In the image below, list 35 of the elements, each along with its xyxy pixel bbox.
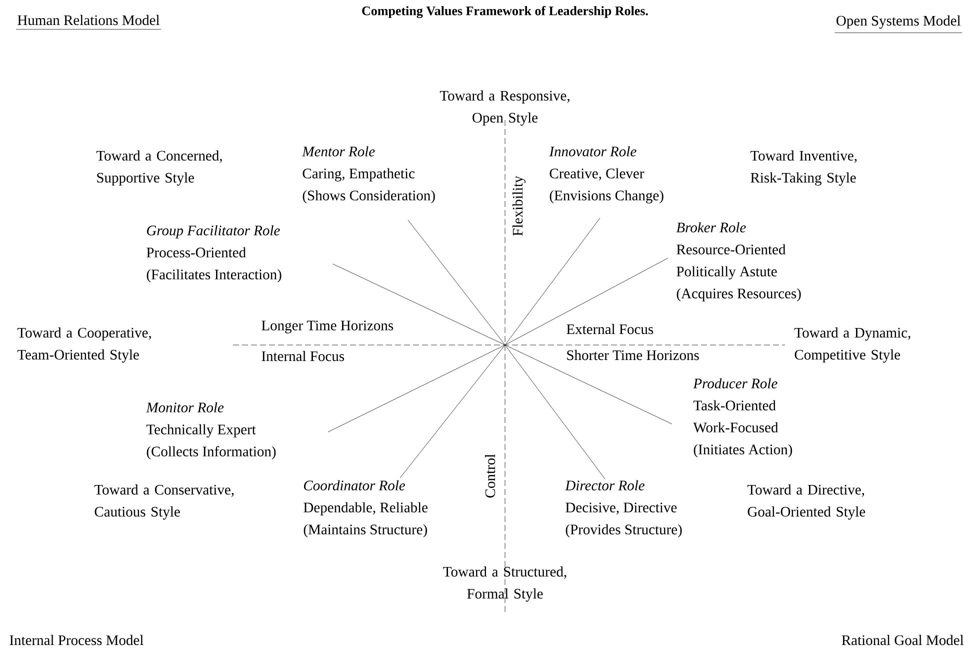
connector-line bbox=[328, 344, 506, 432]
pole-label: Toward a Structured, Formal Style bbox=[443, 566, 566, 602]
model-name: Open Systems Model bbox=[834, 15, 962, 33]
model-name: Internal Process Model bbox=[10, 634, 144, 646]
connector-line bbox=[504, 344, 672, 424]
role-text: Broker Role Resource-Oriented Politically Astute (Acquires Resources) bbox=[676, 222, 801, 302]
dimension-label: Internal Focus bbox=[262, 350, 344, 362]
role-text: Group Facilitator Role Process-Oriented (Facilitates Interaction) bbox=[146, 225, 282, 282]
dimension-label: External Focus bbox=[566, 324, 654, 334]
connector-line bbox=[332, 264, 506, 346]
style-label: Toward a Conservative, Cautious Style bbox=[94, 484, 234, 520]
style-label: Toward a Cooperative, Team-Oriented Style bbox=[17, 327, 151, 363]
model-name: Rational Goal Model bbox=[842, 634, 964, 646]
connector-line bbox=[504, 344, 606, 480]
axis-label: Flexibility bbox=[512, 176, 526, 236]
style-label: Toward Inventive, Risk-Taking Style bbox=[750, 150, 857, 186]
dimension-label: Shorter Time Horizons bbox=[567, 350, 699, 360]
style-label: Toward a Dynamic, Competitive Style bbox=[794, 327, 910, 363]
connector-line bbox=[504, 218, 600, 346]
pole-label: Toward a Responsive, Open Style bbox=[440, 90, 570, 126]
role-text: Producer Role Task-Oriented Work-Focused (Initiates Action) bbox=[693, 378, 792, 458]
connector-line bbox=[408, 220, 506, 346]
title: Competing Values Framework of Leadership Roles. bbox=[362, 6, 648, 18]
role-text: Monitor Role Technically Expert (Collects Information) bbox=[146, 402, 276, 460]
role-text: Mentor Role Caring, Empathetic (Shows Consideration) bbox=[302, 146, 435, 204]
role-text: Innovator Role Creative, Clever (Envisions Change) bbox=[549, 146, 664, 204]
connector-line bbox=[504, 258, 668, 346]
axis-label: Control bbox=[484, 454, 496, 498]
style-label: Toward a Concerned, Supportive Style bbox=[96, 150, 222, 186]
role-text: Director Role Decisive, Directive (Provides Structure) bbox=[565, 480, 682, 538]
model-name: Human Relations Model bbox=[16, 14, 162, 30]
connector-line bbox=[400, 344, 506, 478]
role-text: Coordinator Role Dependable, Reliable (Maintains Structure) bbox=[304, 480, 428, 538]
style-label: Toward a Directive, Goal-Oriented Style bbox=[747, 484, 866, 520]
dimension-label: Longer Time Horizons bbox=[262, 320, 394, 334]
